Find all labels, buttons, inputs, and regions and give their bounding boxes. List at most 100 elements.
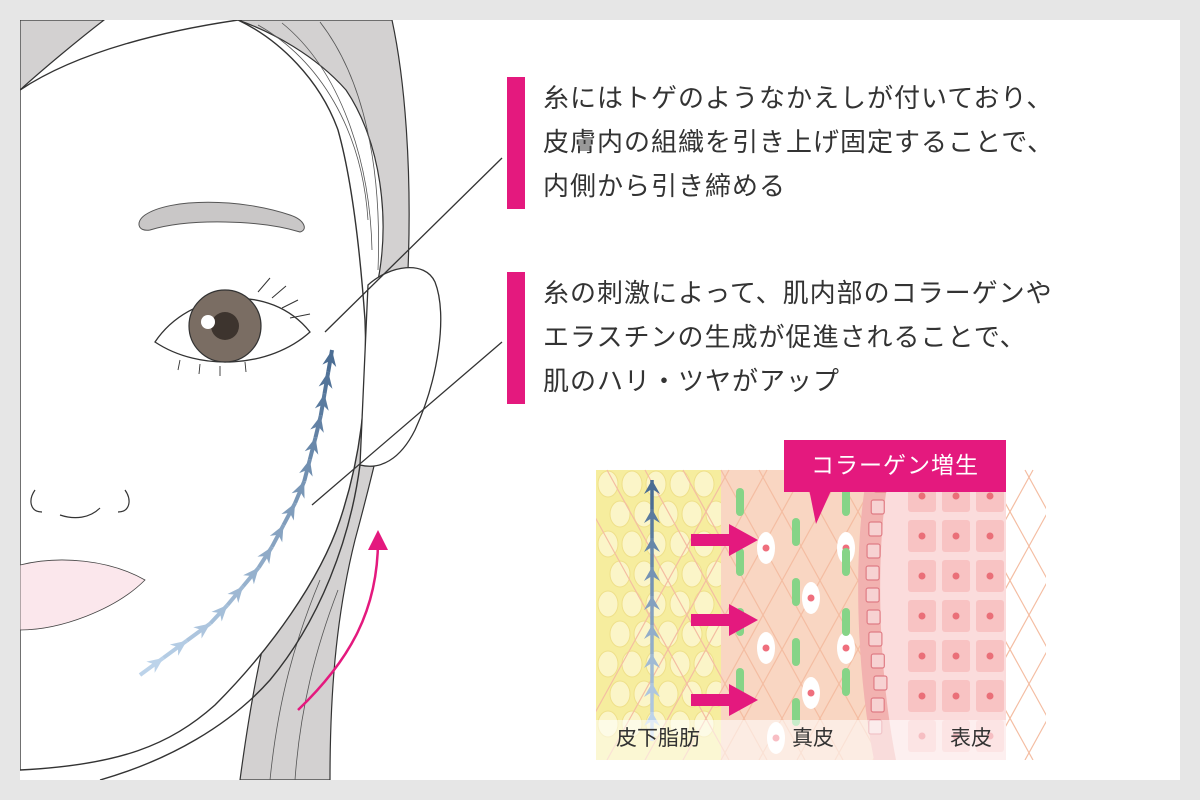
fat-cell [693,590,715,618]
epidermis-nucleus [918,572,926,580]
epidermis-nucleus [986,612,994,620]
diagram-thread-barb [644,509,660,523]
label-subcutaneous-fat: 皮下脂肪 [616,726,700,750]
fat-cell [657,680,679,708]
illustration-card: 糸にはトゲのようなかえしが付いており、 皮膚内の組織を引き上げ固定することで、 … [20,20,1180,780]
fat-cell [669,530,691,558]
fat-cell [669,470,691,498]
dermis-fiber [606,469,768,760]
collagen-fiber [842,548,850,576]
stimulus-arrow-shaft [691,694,731,706]
caption-line: 皮膚内の組織を引き上げ固定することで、 [543,128,1055,158]
thread-barb [169,640,187,656]
badge-pointer [808,484,834,524]
epidermis-nucleus [918,612,926,620]
fat-cell [597,650,619,678]
basal-cell [865,565,880,581]
thread-barb [146,657,164,673]
collagen-badge: コラーゲン増生 [784,440,1006,492]
collagen-fiber [792,518,800,546]
epidermis-nucleus [918,532,926,540]
epidermis-nucleus [986,572,994,580]
epidermis-nucleus [986,692,994,700]
fat-cell [657,500,679,528]
basal-cell [870,697,885,713]
epidermis-nucleus [952,692,960,700]
stimulus-arrow-head [729,684,758,716]
fat-cell [657,620,679,648]
caption-line: 糸の刺激によって、肌内部のコラーゲンや [543,279,1053,309]
epidermis-nucleus [918,652,926,660]
epidermis-nucleus [986,652,994,660]
epidermis-nucleus [952,612,960,620]
pointer-line-2 [311,341,503,506]
fat-cell [681,560,703,588]
thread-barb [193,623,211,639]
diagram-thread-barb [644,596,660,610]
caption-line: エラスチンの生成が促進されることで、 [543,323,1027,353]
collagen-fiber [792,638,800,666]
thread-barb [227,586,244,604]
thread-barb [304,437,319,455]
stimulus-arrow-head [729,604,758,636]
fat-cell [621,530,643,558]
fat-cell [657,560,679,588]
basal-cell [870,499,885,515]
pointer-line-1 [324,157,503,333]
fibroblast-nucleus [762,544,770,552]
lift-arrow [297,530,388,711]
epidermis-nucleus [918,692,926,700]
thread-barb [281,503,296,521]
collagen-fiber [842,608,850,636]
caption-line: 糸にはトゲのようなかえしが付いており、 [543,84,1054,114]
fibroblast-nucleus [762,644,770,652]
basal-cell [868,631,883,647]
fat-cell [609,680,631,708]
basal-cell [873,675,888,691]
dermis-fiber [986,651,1046,760]
fat-cell [621,590,643,618]
fat-cell [621,470,643,498]
thread-barb [291,481,305,499]
dermis-fiber [1024,720,1046,760]
eyebrow [138,201,305,233]
dermis-fiber [1024,469,1046,510]
fibroblast-nucleus [807,594,815,602]
thread-barb [211,605,228,622]
collagen-fiber [842,668,850,696]
basal-cell [870,653,885,669]
hair-strands [257,21,379,780]
diagram-thread-barb [644,654,660,668]
collagen-fiber [792,578,800,606]
thread-barb [310,415,324,433]
fat-cell [681,500,703,528]
diagram-thread-barb [644,625,660,639]
epidermis-nucleus [952,652,960,660]
fibroblast-nucleus [842,644,850,652]
basal-cell [865,587,880,603]
nose [30,489,130,519]
eye [154,277,311,376]
stimulus-arrows [691,524,758,716]
fat-cell [693,650,715,678]
fat-cell [609,500,631,528]
fat-cell [609,560,631,588]
stimulus-arrow-head [729,524,758,556]
basal-cell [866,609,881,625]
epidermis-nucleus [952,492,960,500]
collagen-fiber [736,488,744,516]
diagram-thread-barb [644,567,660,581]
caption-barbed-thread: 糸にはトゲのようなかえしが付いており、 皮膚内の組織を引き上げ固定することで、 … [507,77,1054,209]
caption-line: 肌のハリ・ツヤがアップ [543,367,841,397]
ear [359,267,442,467]
thread-barb [299,459,313,477]
lips [20,559,146,631]
dermis-fiber [596,469,730,713]
epidermis-nucleus [952,572,960,580]
fat-cell [645,470,667,498]
thread-barb [257,546,272,565]
skin-layer-diagram [596,469,1046,760]
label-dermis: 真皮 [792,726,834,750]
epidermis-nucleus [918,492,926,500]
thread-barb [269,525,284,543]
